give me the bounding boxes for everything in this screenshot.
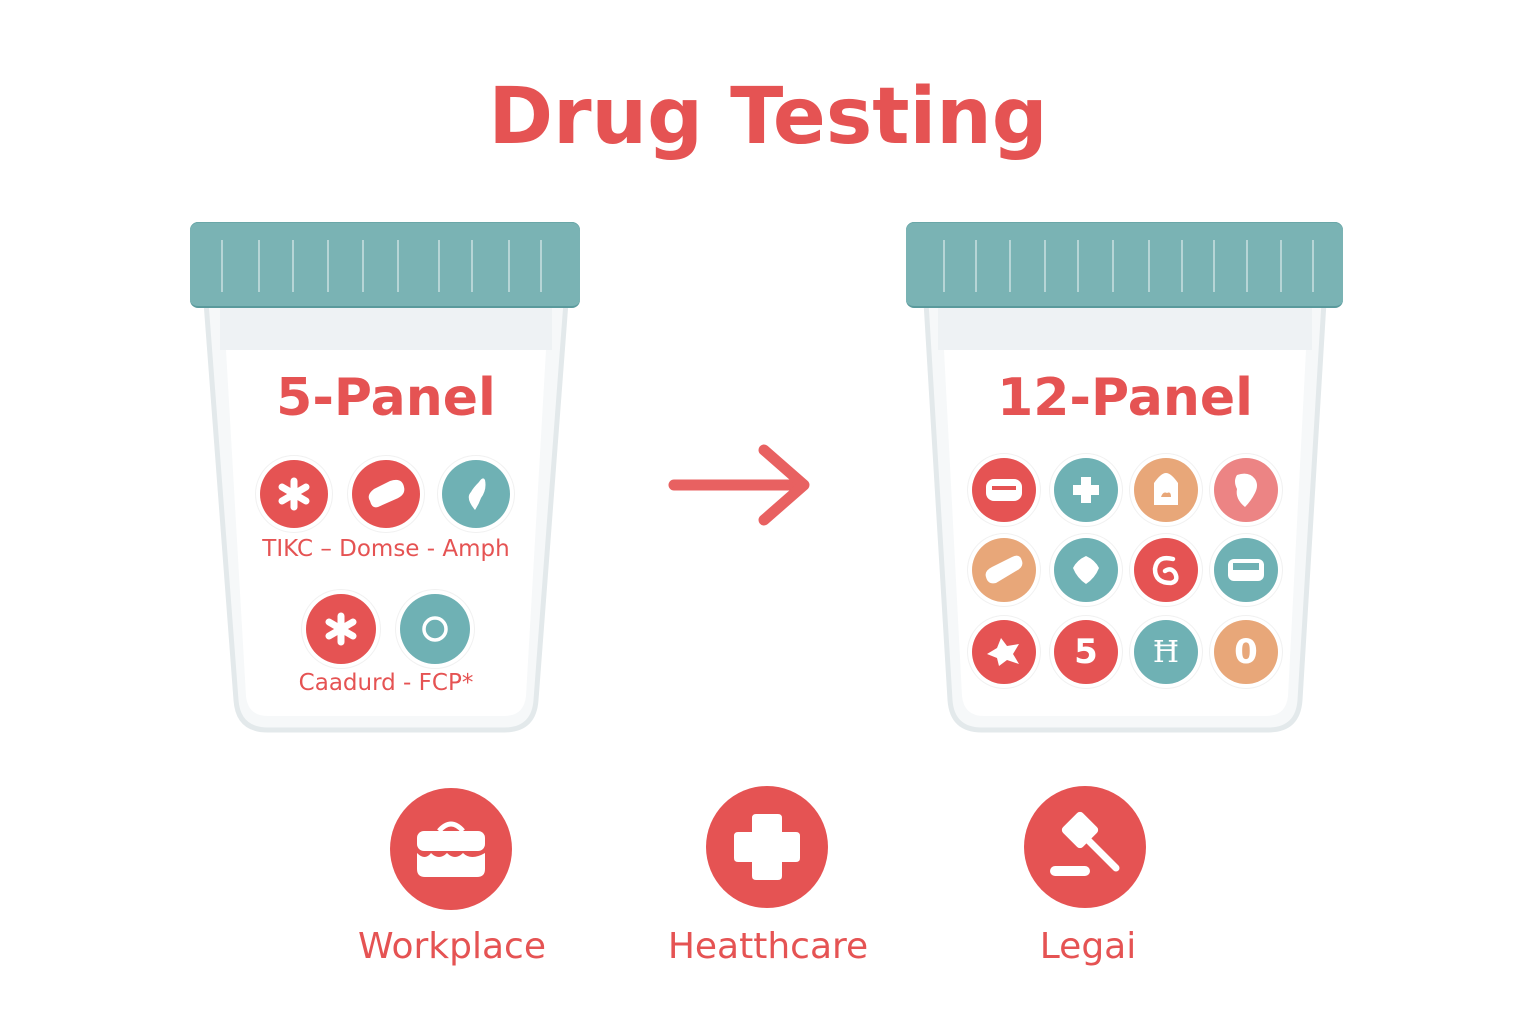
splat-icon [972,620,1036,684]
house-icon [1134,458,1198,522]
number-zero-icon: 0 [1214,620,1278,684]
pill-icon [352,460,420,528]
drug-list-line-2: Caadurd - FCP* [298,670,474,696]
asterisk-icon [260,460,328,528]
cup-12-panel: 12-Panel 5 Ħ 0 [906,222,1344,734]
use-label-legal: Legai [1039,926,1137,967]
head-icon [1214,458,1278,522]
cup-body [923,299,1327,733]
panel-title: 5-Panel [276,368,496,428]
glyph-icon: Ħ [1134,620,1198,684]
gavel-icon [1024,786,1146,908]
cup-lid [190,222,580,308]
leaf-icon [442,460,510,528]
pill-icon [972,538,1036,602]
use-label-healthcare: Heatthcare [667,926,869,967]
asterisk-icon [306,594,376,664]
cross-icon [1054,458,1118,522]
arrow-right-icon [668,444,810,526]
page-title: Drug Testing [488,72,1048,162]
diamond-icon [1054,538,1118,602]
use-label-workplace: Workplace [357,926,546,967]
capsule-icon [972,458,1036,522]
ring-icon [400,594,470,664]
number-five-icon: 5 [1054,620,1118,684]
cup-lid [906,222,1343,308]
briefcase-icon [390,788,512,910]
cup-5-panel: 5-Panel TIKC – Domse - Amph Caadurd - FC… [190,222,582,734]
drug-list-line-1: TIKC – Domse - Amph [262,536,510,562]
swirl-icon [1134,538,1198,602]
tray-icon [1214,538,1278,602]
panel-title: 12-Panel [997,368,1253,428]
medical-cross-icon [706,786,828,908]
